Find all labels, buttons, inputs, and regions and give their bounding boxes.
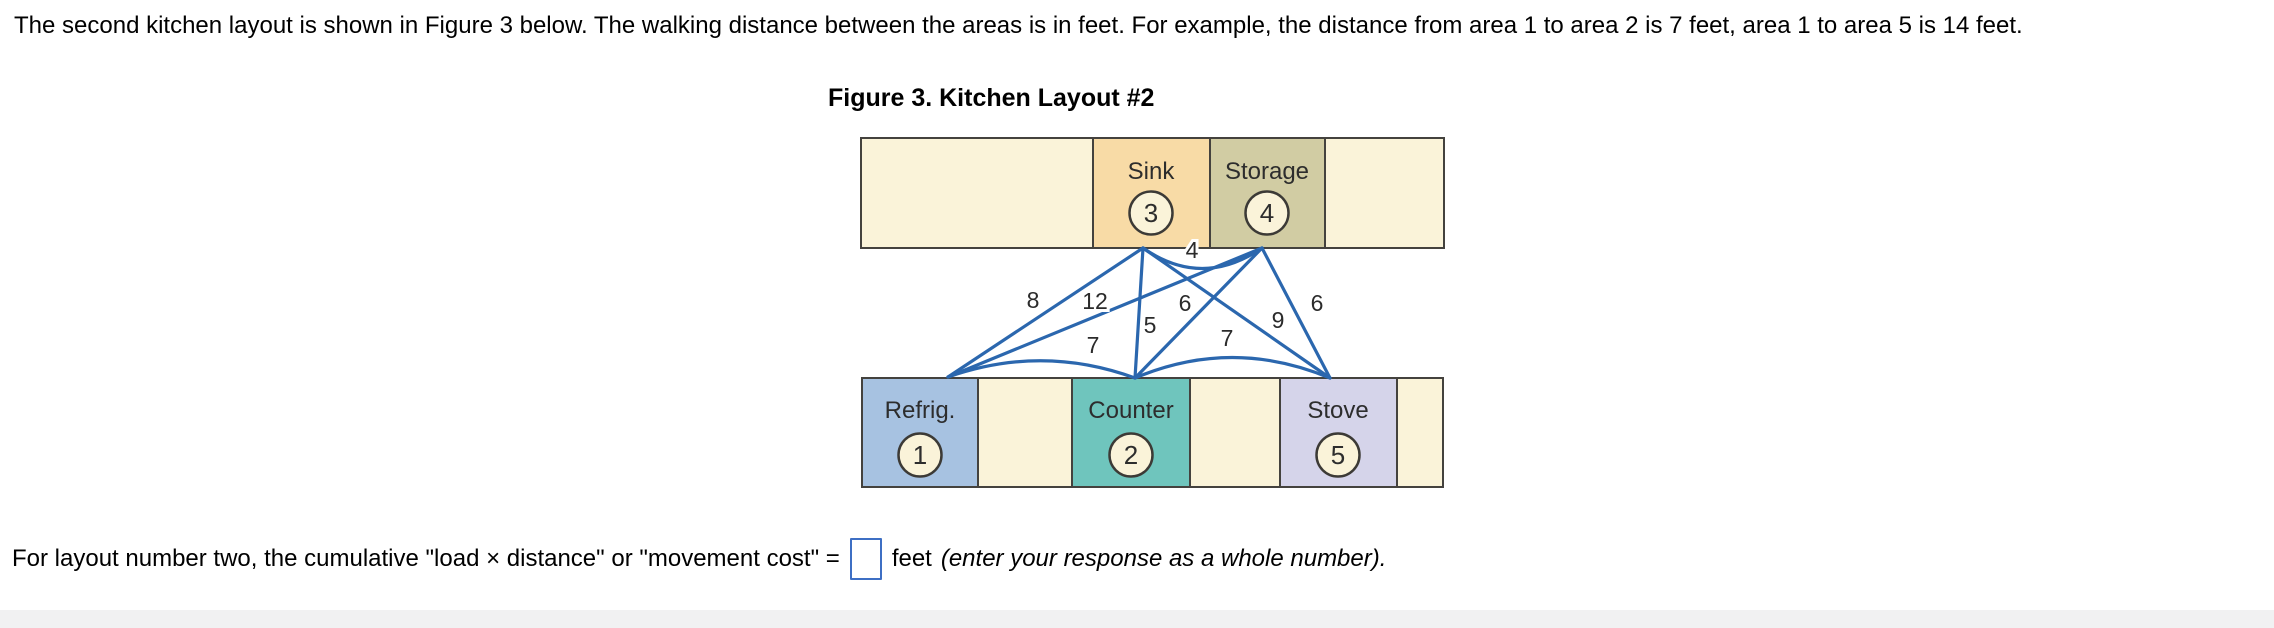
edge-4-5 bbox=[1260, 246, 1332, 380]
distance-label-1-2: 7 bbox=[1087, 332, 1100, 358]
refrig-node-circle bbox=[897, 432, 943, 478]
edge-2-5-arc bbox=[1133, 355, 1332, 380]
problem-statement: The second kitchen layout is shown in Fi… bbox=[14, 12, 2023, 39]
storage-node-number: 4 bbox=[1260, 198, 1274, 228]
edge-3-4-arc bbox=[1141, 246, 1264, 271]
refrig-label: Refrig. bbox=[885, 397, 956, 424]
question-note: (enter your response as a whole number). bbox=[940, 545, 1387, 572]
distance-label-2-3: 5 bbox=[1144, 312, 1157, 338]
counter-node-circle bbox=[1108, 432, 1154, 478]
sink-node-circle bbox=[1128, 190, 1174, 236]
question-line: For layout number two, the cumulative "l… bbox=[12, 536, 1386, 582]
bottom-empty-box-1 bbox=[977, 377, 1073, 488]
top-empty-right-box bbox=[1324, 137, 1445, 249]
distance-label-3-5: 9 bbox=[1272, 307, 1285, 333]
bottom-empty-box-2 bbox=[1189, 377, 1281, 488]
counter-label: Counter bbox=[1088, 397, 1173, 424]
stove-label: Stove bbox=[1307, 397, 1368, 424]
bottom-gray-bar bbox=[0, 610, 2274, 628]
top-empty-left-box bbox=[860, 137, 1094, 249]
sink-label: Sink bbox=[1128, 158, 1176, 185]
answer-input[interactable] bbox=[849, 538, 882, 580]
edge-1-2-arc bbox=[946, 359, 1137, 380]
edge-2-3 bbox=[1133, 246, 1145, 380]
counter-node-number: 2 bbox=[1124, 440, 1138, 470]
storage-label: Storage bbox=[1225, 158, 1309, 185]
question-prefix: For layout number two, the cumulative "l… bbox=[12, 545, 840, 572]
refrig-node-number: 1 bbox=[913, 440, 927, 470]
kitchen-layout-svg: 8 12 5 6 4 9 6 7 7 Sink Storage Refrig. … bbox=[860, 137, 1445, 488]
edge-3-5 bbox=[1141, 246, 1332, 380]
distance-label-2-5: 7 bbox=[1221, 325, 1234, 351]
edge-2-4 bbox=[1133, 246, 1264, 380]
stove-node-number: 5 bbox=[1331, 440, 1345, 470]
stove-node-circle bbox=[1315, 432, 1361, 478]
storage-node-circle bbox=[1244, 190, 1290, 236]
question-units: feet bbox=[891, 545, 932, 572]
distance-label-2-4: 6 bbox=[1179, 290, 1192, 316]
edge-1-3 bbox=[946, 246, 1145, 379]
distance-label-1-3: 8 bbox=[1027, 287, 1040, 313]
sink-node-number: 3 bbox=[1144, 198, 1158, 228]
bottom-empty-box-3 bbox=[1396, 377, 1444, 488]
figure-title: Figure 3. Kitchen Layout #2 bbox=[828, 84, 1155, 112]
distance-label-4-5: 6 bbox=[1311, 290, 1324, 316]
distance-label-1-4: 12 bbox=[1082, 288, 1108, 314]
distance-label-3-4: 4 bbox=[1186, 237, 1199, 263]
kitchen-layout-diagram: 8 12 5 6 4 9 6 7 7 Sink Storage Refrig. … bbox=[860, 137, 1445, 488]
